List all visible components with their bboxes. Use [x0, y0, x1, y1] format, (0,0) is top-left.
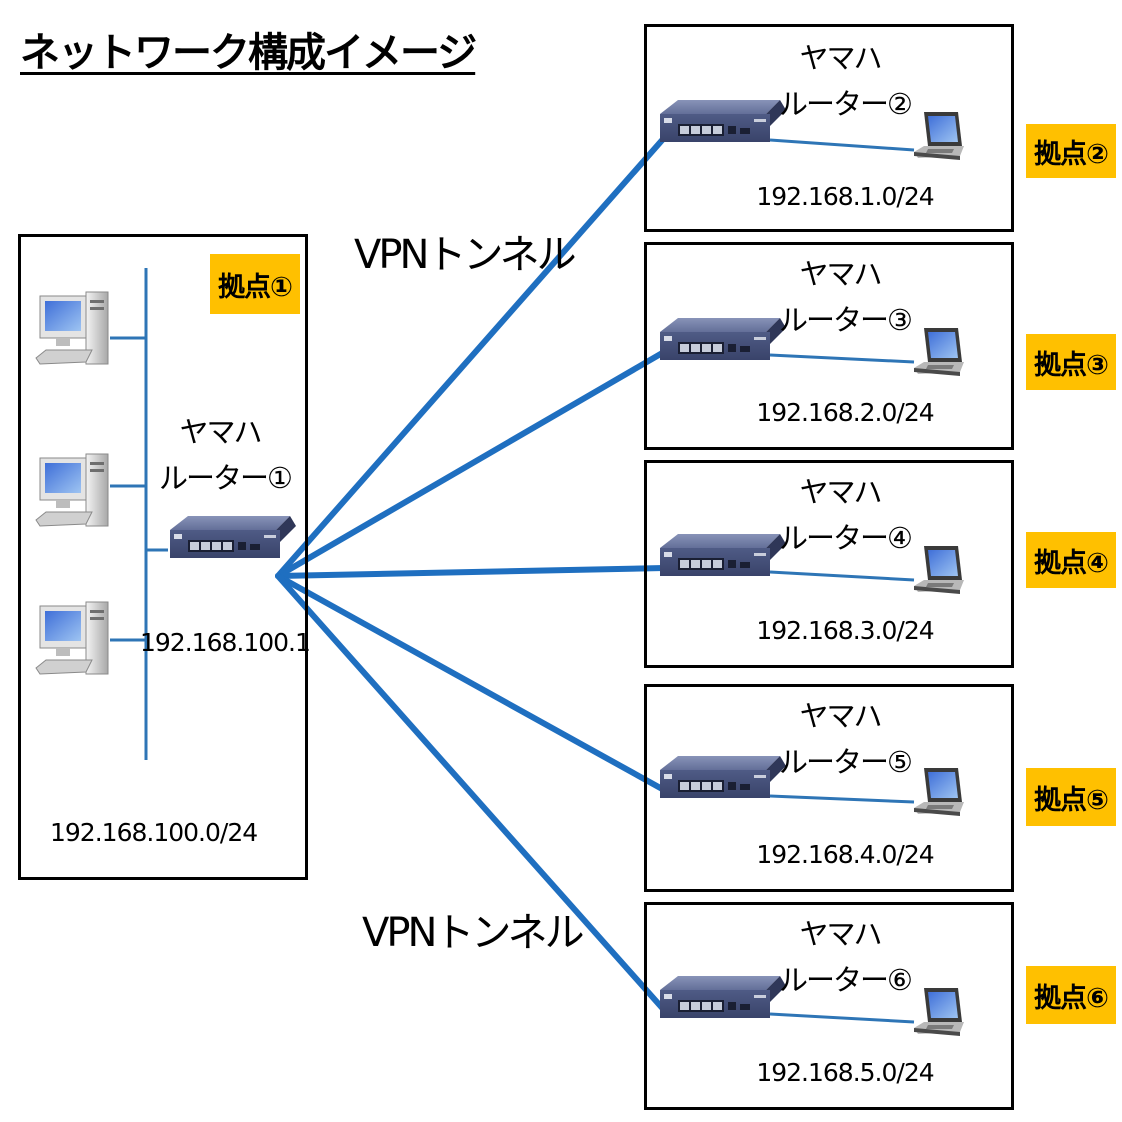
tunnel-to-router-4	[275, 565, 667, 579]
lan-backbone	[110, 268, 168, 760]
site-1-box	[18, 234, 308, 880]
site-4-badge: 拠点④	[1026, 532, 1116, 588]
site-6-network: 192.168.5.0/24	[756, 1058, 934, 1087]
router-1-ip: 192.168.100.1	[140, 628, 311, 657]
site-4-network: 192.168.3.0/24	[756, 616, 934, 645]
router-1-name-line1: ヤマハ	[179, 415, 262, 449]
branch-lan-links	[769, 138, 915, 1024]
site-2-box	[644, 24, 1014, 232]
router-1-name-line2: ルーター①	[159, 461, 293, 495]
router-3-name-line2: ルーター③	[779, 303, 913, 337]
vpn-tunnel-label: VPNトンネル	[354, 232, 577, 278]
site-6-box	[644, 902, 1014, 1110]
site-3-badge: 拠点③	[1026, 334, 1116, 390]
tunnel-to-router-3	[275, 349, 667, 579]
router-2-name-line2: ルーター②	[779, 87, 913, 121]
diagram-title: ネットワーク構成イメージ	[20, 30, 477, 76]
router-5-name-line1: ヤマハ	[799, 699, 882, 733]
router-4-name-line2: ルーター④	[779, 521, 913, 555]
site-6-badge: 拠点⑥	[1026, 966, 1116, 1024]
tunnel-to-router-6	[275, 573, 667, 1013]
site-2-network: 192.168.1.0/24	[756, 182, 934, 211]
site-3-box	[644, 242, 1014, 450]
site-1-badge: 拠点①	[210, 254, 300, 314]
vpn-tunnel-label: VPNトンネル	[362, 910, 585, 956]
site-5-network: 192.168.4.0/24	[756, 840, 934, 869]
router-6-name-line2: ルーター⑥	[779, 963, 913, 997]
router-2-name-line1: ヤマハ	[799, 41, 882, 75]
site-2-badge: 拠点②	[1026, 124, 1116, 178]
vpn-tunnels	[275, 135, 667, 1013]
site-5-box	[644, 684, 1014, 892]
router-4-name-line1: ヤマハ	[799, 475, 882, 509]
site-1-network: 192.168.100.0/24	[50, 818, 258, 847]
site-3-network: 192.168.2.0/24	[756, 398, 934, 427]
site-4-box	[644, 460, 1014, 668]
tunnel-to-router-2	[275, 135, 667, 579]
router-5-name-line2: ルーター⑤	[779, 745, 913, 779]
site-5-badge: 拠点⑤	[1026, 768, 1116, 826]
router-6-name-line1: ヤマハ	[799, 917, 882, 951]
tunnel-to-router-5	[275, 573, 667, 793]
router-3-name-line1: ヤマハ	[799, 257, 882, 291]
